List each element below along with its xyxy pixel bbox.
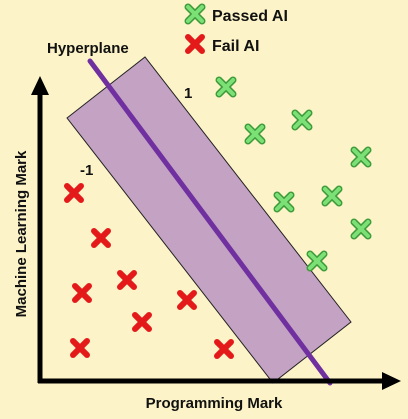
fail-point — [75, 286, 89, 300]
x-axis-label: Programming Mark — [146, 395, 283, 412]
legend: Passed AI Fail AI — [188, 7, 288, 55]
fail-point — [94, 231, 108, 245]
fail-point — [73, 341, 87, 355]
green-x-icon — [188, 7, 202, 21]
hyperplane-label: Hyperplane — [47, 40, 129, 57]
fail-point — [217, 342, 231, 356]
fail-point — [67, 186, 81, 200]
legend-passed-label: Passed AI — [212, 8, 288, 25]
fail-point — [135, 315, 149, 329]
legend-fail-label: Fail AI — [212, 38, 259, 55]
y-axis — [31, 76, 49, 383]
fail-point — [180, 293, 194, 307]
y-axis-label: Machine Learning Mark — [13, 150, 30, 317]
hyperplane-line — [87, 58, 333, 386]
margin-positive-label: 1 — [184, 85, 192, 102]
x-axis — [38, 372, 401, 390]
margin-negative-label: -1 — [80, 162, 93, 179]
fail-point — [120, 273, 134, 287]
red-x-icon — [188, 37, 202, 51]
